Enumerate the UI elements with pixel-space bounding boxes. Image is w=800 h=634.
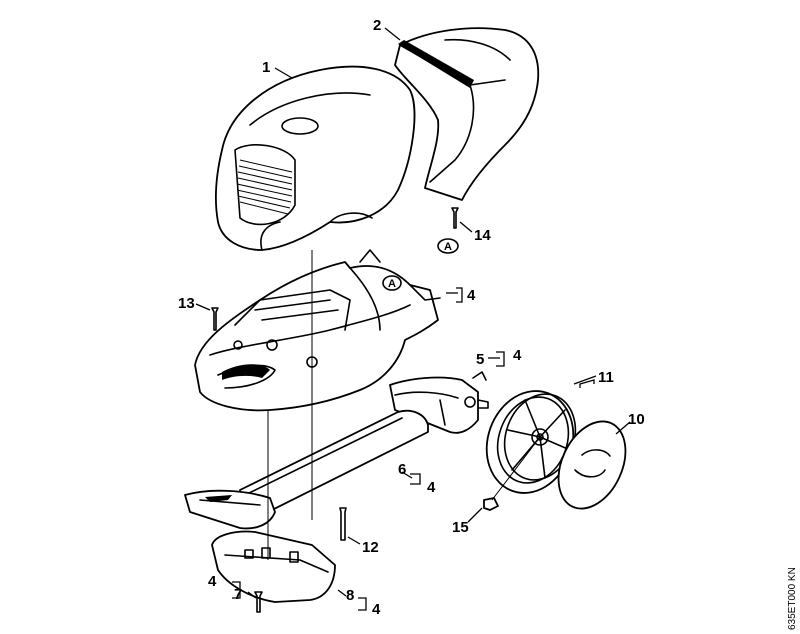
drawing-code: 635ET000 KN bbox=[787, 567, 798, 630]
base-chassis bbox=[194, 249, 441, 412]
reference-marker-a-chassis: A bbox=[382, 275, 402, 291]
front-nozzle bbox=[184, 489, 276, 530]
reference-marker-a-chassis-text: A bbox=[388, 278, 396, 290]
callout-4-d: 4 bbox=[208, 573, 217, 590]
leader-lines bbox=[195, 27, 631, 611]
callout-14: 14 bbox=[474, 227, 491, 244]
reference-marker-a-top-text: A bbox=[444, 241, 452, 253]
callout-2: 2 bbox=[373, 17, 381, 34]
part-14-screw bbox=[451, 207, 473, 233]
reference-marker-a-top: A bbox=[437, 238, 459, 254]
callout-13: 13 bbox=[178, 295, 195, 312]
part-11-wheel bbox=[485, 390, 577, 494]
callout-11: 11 bbox=[598, 369, 614, 386]
part-12-screw bbox=[339, 507, 347, 541]
part-8-lower-cover bbox=[211, 530, 336, 603]
callout-1: 1 bbox=[262, 59, 270, 76]
callout-7: 7 bbox=[234, 586, 242, 603]
assembly-guide-lines bbox=[267, 250, 541, 560]
callout-8: 8 bbox=[346, 587, 354, 604]
callout-15: 15 bbox=[452, 519, 469, 536]
part-2-rear-hood bbox=[394, 27, 540, 201]
part-10-hub-cap bbox=[557, 420, 627, 510]
callout-4-a: 4 bbox=[467, 287, 476, 304]
callout-labels: 1 2 4 5 4 6 4 7 4 8 4 10 11 12 13 14 15 bbox=[178, 17, 645, 618]
callout-4-c: 4 bbox=[427, 479, 436, 496]
part-15-clip bbox=[483, 497, 499, 511]
callout-6: 6 bbox=[398, 461, 406, 478]
callout-12: 12 bbox=[362, 539, 379, 556]
callout-4-b: 4 bbox=[513, 347, 522, 364]
callout-10: 10 bbox=[628, 411, 645, 428]
part-1-vent-grille bbox=[236, 159, 293, 215]
part-1-top-cover bbox=[215, 65, 416, 251]
part-7-screw bbox=[254, 591, 263, 613]
callout-5: 5 bbox=[476, 351, 484, 368]
part-5-axle-bracket bbox=[389, 371, 489, 434]
part-13-screw bbox=[211, 307, 219, 331]
callout-4-e: 4 bbox=[372, 601, 381, 618]
